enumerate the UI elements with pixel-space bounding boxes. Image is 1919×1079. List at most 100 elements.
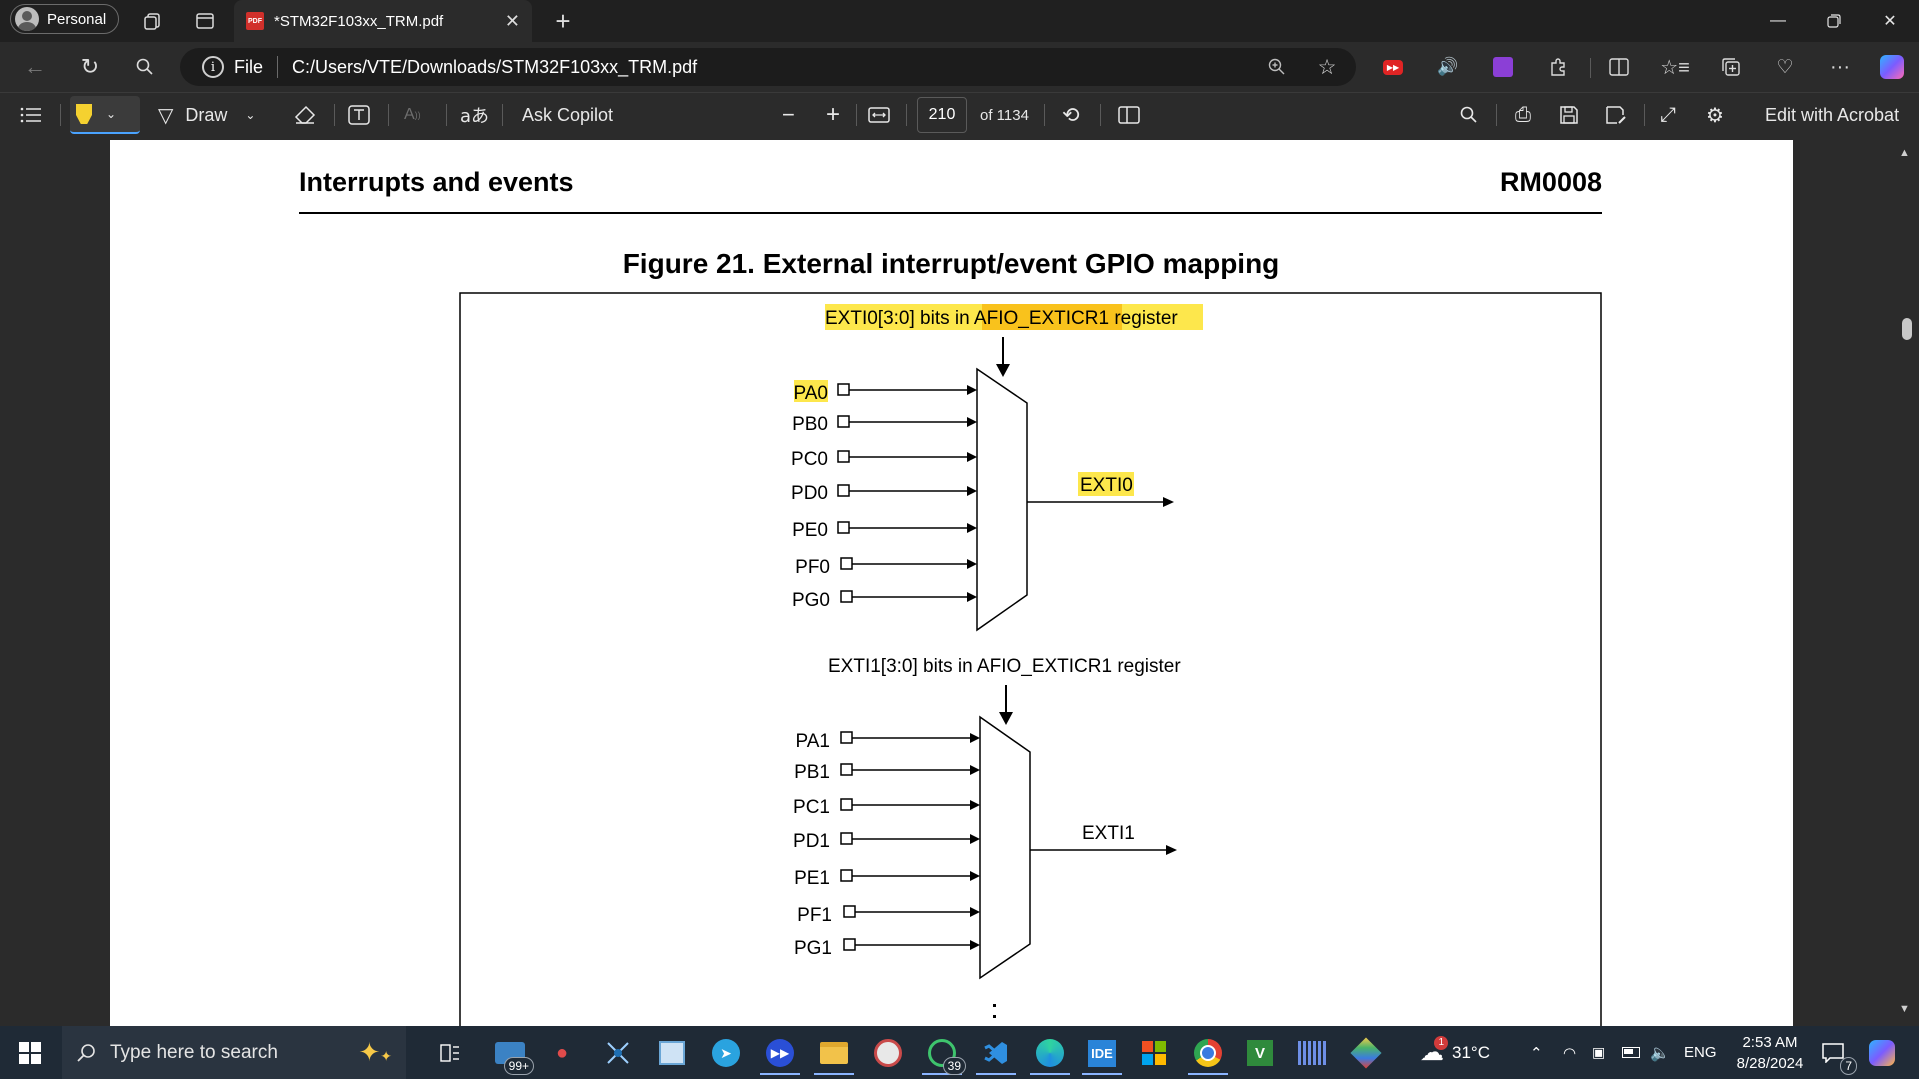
page-view-icon[interactable] (1118, 96, 1140, 134)
mux0-select-arrow (996, 364, 1010, 377)
toolbar-divider (502, 104, 503, 126)
favorite-star-icon[interactable]: ☆ (1317, 55, 1337, 79)
tab-pdf[interactable]: PDF *STM32F103xx_TRM.pdf ✕ (234, 0, 532, 42)
contents-icon[interactable] (20, 96, 42, 134)
media-player-icon[interactable]: ▶▶ (760, 1033, 800, 1075)
svg-text:PD0: PD0 (791, 483, 828, 504)
mux1-register-label: EXTI1[3:0] bits in AFIO_EXTICR1 register (828, 656, 1181, 677)
search-icon[interactable] (130, 52, 160, 82)
zoom-icon[interactable] (1262, 52, 1292, 82)
youtube-extension-icon[interactable]: ▶▶ (1378, 52, 1408, 82)
mux1-input-4: PE1 (794, 868, 980, 889)
zoom-out-icon[interactable]: − (782, 102, 795, 127)
restore-icon[interactable] (1806, 0, 1862, 42)
edit-with-acrobat-button[interactable]: Edit with Acrobat (1765, 96, 1899, 134)
favorites-icon[interactable]: ☆≡ (1660, 56, 1690, 79)
snipping-tool-icon[interactable] (598, 1033, 638, 1073)
scroll-down-icon[interactable]: ▼ (1899, 1003, 1910, 1015)
hidden-icons-chevron-icon[interactable]: ⌃ (1530, 1044, 1543, 1062)
collections-icon[interactable] (1716, 52, 1746, 82)
weather-widget[interactable]: ☁1 31°C (1420, 1026, 1490, 1079)
draw-button[interactable]: ▽ Draw ⌄ (158, 96, 255, 134)
full-screen-icon[interactable]: ⤢ (1660, 103, 1676, 126)
page-number-input[interactable]: 210 (917, 97, 967, 133)
fit-page-icon[interactable] (868, 96, 890, 134)
workspaces-icon[interactable] (138, 6, 168, 36)
toolbar-divider (1644, 104, 1645, 126)
scroll-up-icon[interactable]: ▲ (1899, 147, 1910, 159)
purple-extension-icon[interactable] (1488, 52, 1518, 82)
page-content: Interrupts and events RM0008 Figure 21. … (299, 167, 1602, 1026)
settings-more-icon[interactable]: ··· (1830, 55, 1850, 78)
settings-gear-icon[interactable]: ⚙ (1706, 104, 1724, 127)
close-window-icon[interactable]: ✕ (1883, 13, 1897, 30)
file-explorer-icon[interactable] (814, 1033, 854, 1075)
toolbar-divider (388, 104, 389, 126)
notifications-icon[interactable]: 7 (1813, 1033, 1857, 1075)
add-text-icon[interactable] (348, 96, 370, 134)
avatar-icon (15, 7, 39, 31)
read-aloud-icon[interactable]: 🔊 (1437, 57, 1459, 76)
ide-app-icon[interactable]: IDE (1082, 1033, 1122, 1075)
profile-button[interactable]: Personal (10, 4, 120, 34)
git-app-icon[interactable] (1346, 1033, 1386, 1073)
eraser-icon[interactable] (294, 96, 316, 134)
zoom-in-icon[interactable]: + (826, 101, 841, 128)
chrome-icon[interactable] (1188, 1033, 1228, 1075)
webcam-status-icon[interactable]: ▣ (1592, 1044, 1606, 1060)
split-screen-icon[interactable] (1604, 52, 1634, 82)
ask-copilot-button[interactable]: Ask Copilot (522, 96, 613, 134)
svg-text:PE1: PE1 (794, 868, 830, 889)
save-icon[interactable] (1560, 96, 1578, 134)
mux0-input-4: PE0 (792, 520, 977, 541)
profile-label: Personal (47, 10, 107, 28)
draw-label: Draw (185, 104, 228, 125)
close-tab-icon[interactable]: ✕ (504, 10, 520, 31)
battery-icon[interactable] (1622, 1026, 1640, 1079)
network-icon[interactable]: ◠ (1563, 1044, 1577, 1062)
translate-icon[interactable]: aあ (460, 106, 490, 127)
address-url[interactable]: C:/Users/VTE/Downloads/STM32F103xx_TRM.p… (292, 56, 698, 77)
start-windows-icon[interactable] (10, 1033, 50, 1073)
info-icon[interactable]: i (202, 56, 224, 78)
copilot-taskbar-icon[interactable] (1862, 1033, 1902, 1073)
vertical-tabs-icon[interactable] (190, 6, 220, 36)
volume-icon[interactable]: 🔈 (1650, 1044, 1670, 1062)
print-icon[interactable]: ⎙ (1515, 103, 1531, 126)
task-view-icon[interactable] (430, 1033, 470, 1073)
read-aloud-page-icon[interactable]: A)) (404, 106, 421, 123)
rotate-icon[interactable]: ⟲ (1062, 103, 1080, 127)
extensions-puzzle-icon[interactable] (1543, 52, 1573, 82)
clock-time: 2:53 AM (1742, 1033, 1798, 1051)
back-icon[interactable]: ← (24, 54, 46, 79)
figure-frame (459, 292, 1602, 1026)
highlighter-icon (76, 104, 92, 124)
clock[interactable]: 2:53 AM 8/28/2024 (1720, 1026, 1820, 1079)
whatsapp-icon[interactable]: 39 (922, 1033, 966, 1075)
language-indicator[interactable]: ENG (1684, 1044, 1717, 1061)
edge-browser-icon[interactable] (1030, 1033, 1070, 1075)
refresh-icon[interactable]: ↻ (80, 54, 100, 79)
scrollbar[interactable] (1895, 140, 1919, 1026)
taskbar-search-box[interactable]: Type here to search ✦✦ (62, 1026, 406, 1079)
highlight-button[interactable]: ⌄ (70, 96, 140, 134)
find-icon[interactable] (1460, 96, 1478, 134)
green-v-app-icon[interactable]: V (1240, 1033, 1280, 1073)
minimize-icon[interactable]: — (1770, 12, 1786, 29)
address-bar[interactable]: i File C:/Users/VTE/Downloads/STM32F103x… (180, 48, 1356, 86)
toolbar-divider (446, 104, 447, 126)
vscode-icon[interactable] (976, 1033, 1016, 1075)
red-app-icon[interactable]: ● (555, 1041, 569, 1064)
scrollbar-thumb[interactable] (1902, 318, 1912, 340)
mail-app-icon[interactable]: 99+ (490, 1033, 534, 1075)
remote-desktop-icon[interactable] (652, 1033, 692, 1073)
browser-essentials-icon[interactable]: ♡ (1776, 56, 1794, 78)
circular-app-icon[interactable] (868, 1033, 908, 1073)
microsoft-store-icon[interactable] (1134, 1033, 1174, 1073)
copilot-icon[interactable] (1877, 52, 1907, 82)
telegram-icon[interactable]: ➤ (706, 1033, 746, 1073)
save-as-icon[interactable] (1606, 96, 1626, 134)
new-tab-icon[interactable]: + (555, 5, 571, 36)
mux0-input-0: PA0 (793, 383, 977, 404)
equalizer-app-icon[interactable] (1292, 1033, 1332, 1073)
